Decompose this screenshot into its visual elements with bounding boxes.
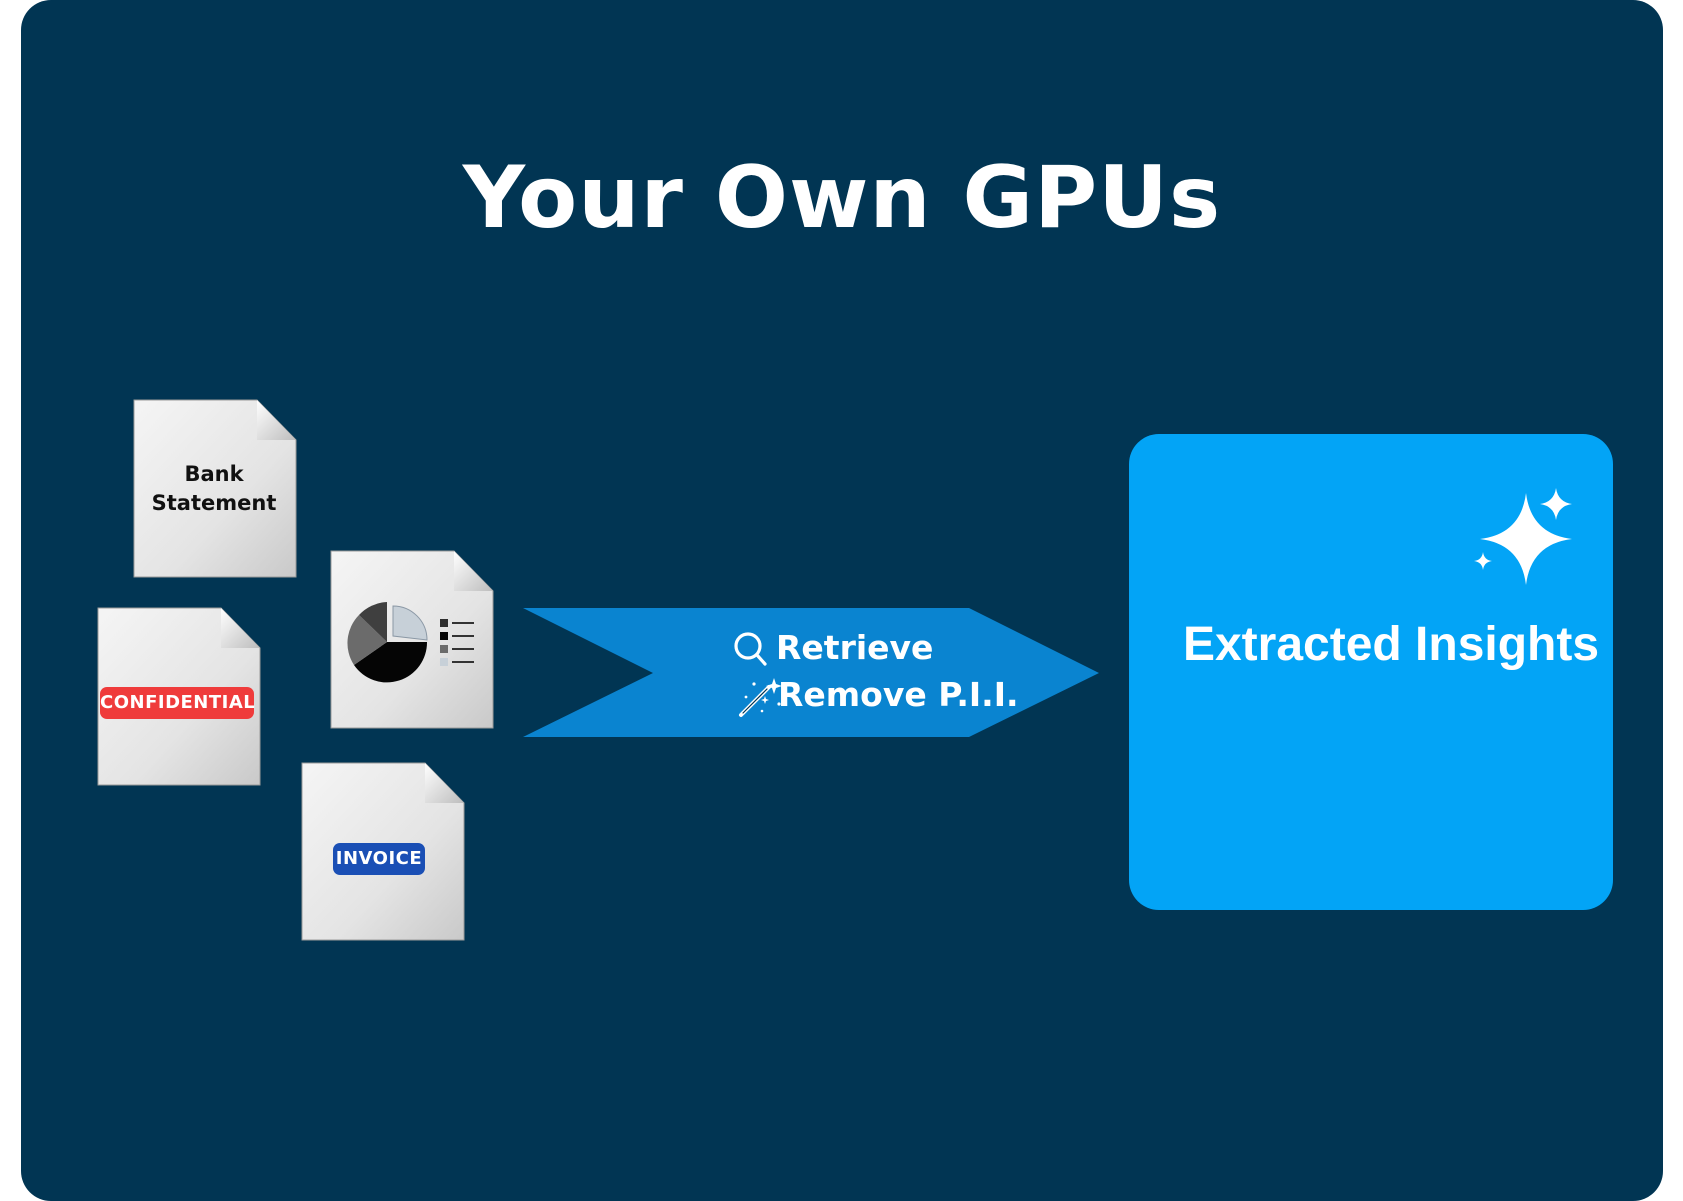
legend-list-icon [440, 619, 474, 666]
step-retrieve-label: Retrieve [776, 628, 934, 667]
search-icon [734, 632, 767, 666]
document-chart-report [330, 550, 494, 729]
magic-wand-icon [739, 678, 782, 717]
result-box [1129, 434, 1613, 910]
extracted-insights-label: Extracted Insights [1182, 618, 1600, 671]
invoice-badge: INVOICE [333, 843, 425, 875]
step-remove-pii-label: Remove P.I.I. [778, 675, 1019, 714]
sparkles-icon [1474, 488, 1572, 585]
diagram-panel: Your Own GPUs Bank Statement CONFIDENTIA… [21, 0, 1663, 1201]
process-arrow [523, 608, 1099, 737]
pie-chart-icon [347, 602, 428, 683]
confidential-badge: CONFIDENTIAL [100, 687, 255, 719]
document-bank-statement [133, 399, 297, 578]
page-title: Your Own GPUs [462, 148, 1222, 248]
bank-statement-label: Bank Statement [151, 462, 277, 515]
